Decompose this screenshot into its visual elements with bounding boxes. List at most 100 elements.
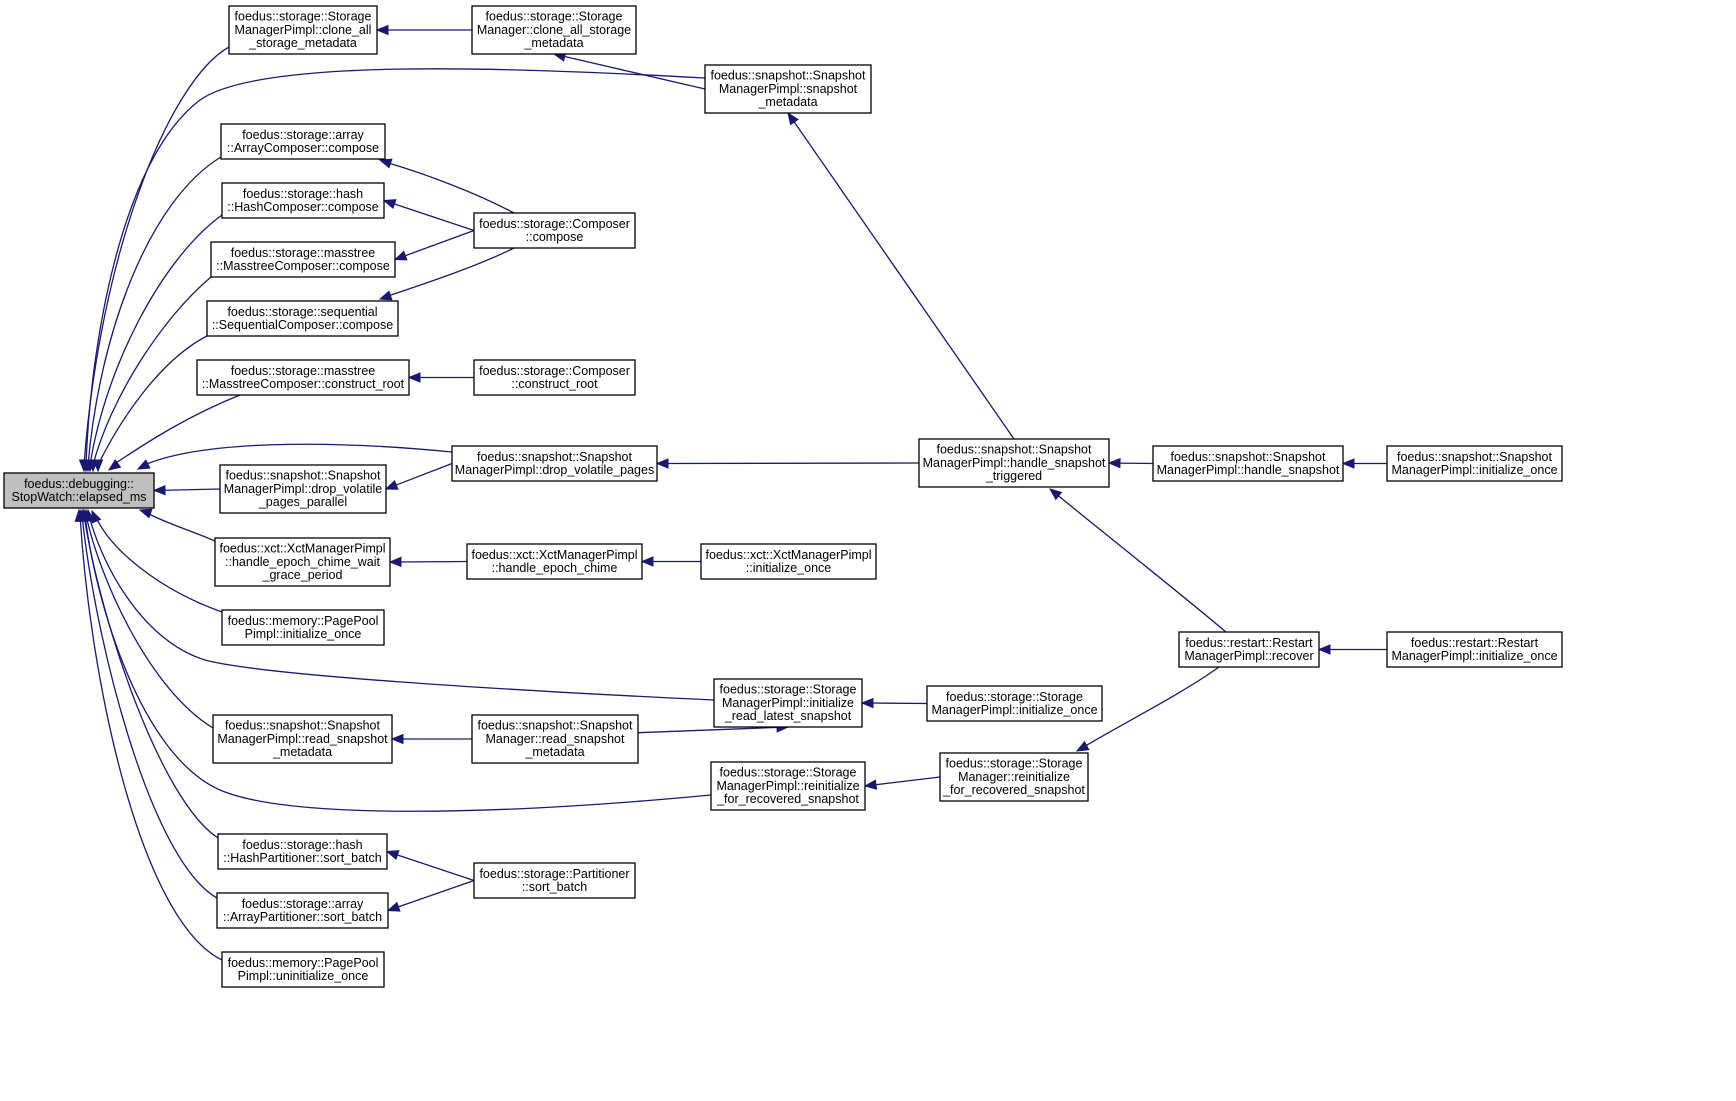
node-label-line: _for_recovered_snapshot xyxy=(716,792,859,806)
node-seq-compose[interactable]: foedus::storage::sequential::SequentialC… xyxy=(206,300,399,337)
edge-sm_reinit-to-restart_recover xyxy=(1075,666,1220,752)
node-label-line: foedus::storage::hash xyxy=(243,187,363,201)
node-hash-sort[interactable]: foedus::storage::hash::HashPartitioner::… xyxy=(217,833,388,870)
node-box xyxy=(216,892,389,929)
node-box xyxy=(221,951,385,988)
node-pool-init[interactable]: foedus::memory::PagePoolPimpl::initializ… xyxy=(221,609,385,646)
node-label-line: ManagerPimpl::handle_snapshot xyxy=(923,456,1106,470)
node-array-compose[interactable]: foedus::storage::array::ArrayComposer::c… xyxy=(220,123,386,160)
nodes-layer: foedus::debugging::StopWatch::elapsed_ms… xyxy=(3,5,1563,988)
node-label-line: _storage_metadata xyxy=(248,36,357,50)
node-label-line: Manager::clone_all_storage xyxy=(477,23,631,37)
node-snap-init[interactable]: foedus::snapshot::SnapshotManagerPimpl::… xyxy=(1386,445,1563,482)
edge-drop_pages-to-root xyxy=(136,443,453,470)
node-box xyxy=(217,833,388,870)
node-composer-root[interactable]: foedus::storage::Composer::construct_roo… xyxy=(473,359,636,396)
arrowhead-icon xyxy=(378,290,393,301)
node-smp-clone[interactable]: foedus::storage::StorageManagerPimpl::cl… xyxy=(228,5,378,55)
edge-line xyxy=(1054,492,1227,633)
edge-composer_compose-to-seq_compose xyxy=(378,247,515,301)
node-drop-parallel[interactable]: foedus::snapshot::SnapshotManagerPimpl::… xyxy=(219,464,387,514)
node-snap-meta[interactable]: foedus::snapshot::SnapshotManagerPimpl::… xyxy=(704,64,872,114)
node-label-line: ManagerPimpl::initialize_once xyxy=(931,703,1097,717)
arrowhead-icon xyxy=(863,779,878,790)
node-mass-compose[interactable]: foedus::storage::masstree::MasstreeCompo… xyxy=(210,241,396,278)
edge-restart_init-to-restart_recover xyxy=(1317,644,1387,655)
node-label-line: foedus::xct::XctManagerPimpl xyxy=(219,542,385,556)
edge-composer_compose-to-mass_compose xyxy=(393,229,475,261)
edge-line xyxy=(867,702,928,705)
node-root[interactable]: foedus::debugging::StopWatch::elapsed_ms xyxy=(3,472,155,509)
arrowhead-icon xyxy=(390,733,404,745)
node-restart-recover[interactable]: foedus::restart::RestartManagerPimpl::re… xyxy=(1178,631,1320,668)
node-box xyxy=(221,609,385,646)
node-array-sort[interactable]: foedus::storage::array::ArrayPartitioner… xyxy=(216,892,389,929)
edge-smp_clone-to-root xyxy=(78,46,230,473)
node-label-line: _grace_period xyxy=(262,568,343,582)
node-sm-reinit[interactable]: foedus::storage::StorageManager::reiniti… xyxy=(939,752,1089,802)
edge-line xyxy=(92,276,212,466)
node-label-line: foedus::storage::masstree xyxy=(231,364,376,378)
node-handle-trig[interactable]: foedus::snapshot::SnapshotManagerPimpl::… xyxy=(918,438,1110,488)
edge-line xyxy=(391,462,453,488)
edge-composer_root-to-mass_root xyxy=(407,372,474,383)
node-handle-snap[interactable]: foedus::snapshot::SnapshotManagerPimpl::… xyxy=(1152,445,1344,482)
node-xct-chime[interactable]: foedus::xct::XctManagerPimpl::handle_epo… xyxy=(466,543,643,580)
node-smp-init-once[interactable]: foedus::storage::StorageManagerPimpl::in… xyxy=(926,685,1103,722)
node-sm-read-meta[interactable]: foedus::snapshot::SnapshotManager::read_… xyxy=(471,714,639,764)
edge-line xyxy=(389,201,475,232)
node-smp-reinit[interactable]: foedus::storage::StorageManagerPimpl::re… xyxy=(710,761,866,811)
edge-line xyxy=(144,511,216,542)
node-hash-compose[interactable]: foedus::storage::hash::HashComposer::com… xyxy=(221,182,385,219)
node-smp-read-meta[interactable]: foedus::snapshot::SnapshotManagerPimpl::… xyxy=(212,714,393,764)
node-label-line: ::initialize_once xyxy=(746,561,832,575)
arrowhead-icon xyxy=(787,111,799,126)
edge-sm_reinit-to-smp_reinit xyxy=(863,776,941,790)
node-drop-pages[interactable]: foedus::snapshot::SnapshotManagerPimpl::… xyxy=(451,445,658,482)
arrowhead-icon xyxy=(375,24,389,36)
arrowhead-icon xyxy=(378,158,393,169)
node-mass-root[interactable]: foedus::storage::masstree::MasstreeCompo… xyxy=(196,359,410,396)
edge-line xyxy=(85,514,214,729)
node-label-line: foedus::storage::Composer xyxy=(479,217,630,231)
node-pool-uninit[interactable]: foedus::memory::PagePoolPimpl::uninitial… xyxy=(221,951,385,988)
edge-drop_pages-to-drop_parallel xyxy=(384,462,453,490)
node-box xyxy=(221,182,385,219)
edge-line xyxy=(662,462,920,465)
node-xct-init[interactable]: foedus::xct::XctManagerPimpl::initialize… xyxy=(700,543,877,580)
edges-layer xyxy=(74,24,1387,961)
arrowhead-icon xyxy=(136,459,151,470)
node-label-line: foedus::snapshot::Snapshot xyxy=(226,469,382,483)
node-composer-compose[interactable]: foedus::storage::Composer::compose xyxy=(473,212,636,249)
node-label-line: foedus::snapshot::Snapshot xyxy=(1171,450,1327,464)
edge-pool_init-to-root xyxy=(91,509,223,613)
node-box xyxy=(1386,445,1563,482)
node-label-line: foedus::storage::Storage xyxy=(720,683,857,697)
node-label-line: Manager::reinitialize xyxy=(958,770,1070,784)
edge-line xyxy=(384,247,515,298)
node-box xyxy=(1178,631,1320,668)
node-sm-clone[interactable]: foedus::storage::StorageManager::clone_a… xyxy=(471,5,637,55)
edge-line xyxy=(112,394,241,466)
edge-line xyxy=(97,335,208,466)
edge-smp_init_once-to-smp_init_latest xyxy=(860,697,928,709)
node-xct-wait[interactable]: foedus::xct::XctManagerPimpl::handle_epo… xyxy=(214,537,391,587)
node-label-line: foedus::snapshot::Snapshot xyxy=(937,443,1093,457)
node-label-line: ManagerPimpl::read_snapshot xyxy=(217,732,388,746)
edge-smp_read_meta-to-root xyxy=(81,508,214,729)
node-part-sort[interactable]: foedus::storage::Partitioner::sort_batch xyxy=(473,862,636,899)
edge-line xyxy=(88,514,715,701)
edge-line xyxy=(395,560,468,563)
node-label-line: foedus::snapshot::Snapshot xyxy=(711,69,867,83)
arrowhead-icon xyxy=(393,250,408,261)
arrowhead-icon xyxy=(384,479,399,490)
node-box xyxy=(220,123,386,160)
node-label-line: ::handle_epoch_chime_wait xyxy=(225,555,380,569)
edge-composer_compose-to-array_compose xyxy=(378,158,515,214)
node-label-line: foedus::memory::PagePool xyxy=(228,614,379,628)
node-restart-init[interactable]: foedus::restart::RestartManagerPimpl::in… xyxy=(1386,631,1563,668)
node-smp-init-latest[interactable]: foedus::storage::StorageManagerPimpl::in… xyxy=(713,678,863,728)
edge-line xyxy=(870,776,941,786)
arrowhead-icon xyxy=(107,459,122,471)
arrowhead-icon xyxy=(92,459,104,473)
